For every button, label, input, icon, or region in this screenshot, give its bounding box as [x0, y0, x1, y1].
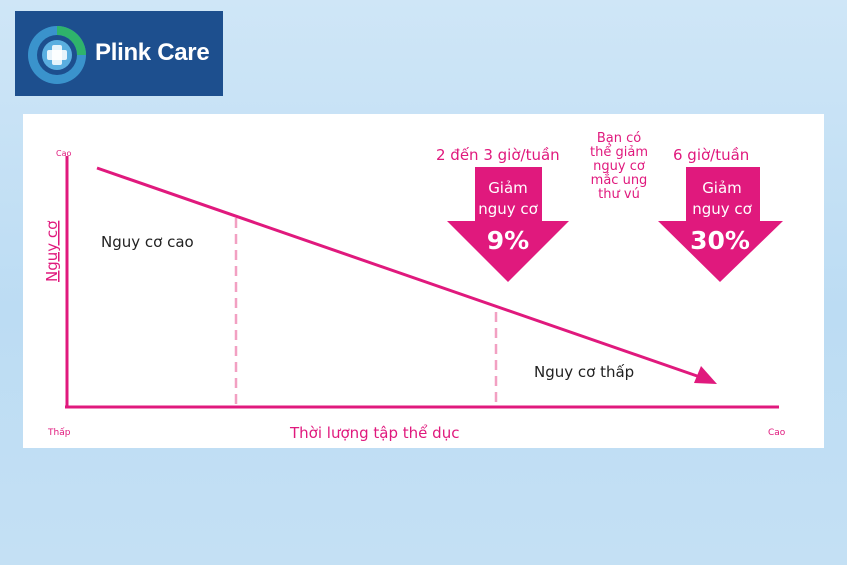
y-axis-title: Nguy cơ — [43, 220, 61, 282]
note-line-4: mắc ung — [591, 173, 648, 188]
plink-care-logo-icon — [28, 26, 86, 84]
note-line-1: Bạn có — [597, 131, 641, 146]
x-axis-title: Thời lượng tập thể dục — [289, 424, 459, 442]
brand-name: Plink Care — [95, 39, 210, 66]
note-line-3: nguy cơ — [593, 159, 645, 174]
reduction-arrow-1-icon — [447, 167, 569, 282]
arrow-2-line1: Giảm — [702, 179, 742, 197]
arrow-1-line2: nguy cơ — [478, 200, 538, 218]
exercise-risk-diagram: Cao Thấp Cao Thời lượng tập thể dục Nguy… — [23, 114, 824, 448]
high-risk-label: Nguy cơ cao — [101, 233, 194, 251]
y-axis-high-label: Cao — [56, 149, 71, 158]
duration-label-2: 6 giờ/tuần — [673, 146, 749, 164]
risk-trend-line — [96, 166, 701, 379]
arrow-1-percent: 9% — [487, 226, 529, 255]
trend-arrowhead-icon — [694, 366, 717, 384]
reduction-arrow-2-icon — [658, 167, 783, 282]
note-line-5: thư vú — [598, 187, 640, 202]
note-line-2: thể giảm — [590, 145, 648, 160]
x-axis-high-label: Cao — [768, 428, 786, 438]
duration-label-1: 2 đến 3 giờ/tuần — [436, 146, 560, 164]
brand-logo: Plink Care — [15, 11, 223, 96]
arrow-1-line1: Giảm — [488, 179, 528, 197]
arrow-2-percent: 30% — [690, 226, 750, 255]
low-risk-label: Nguy cơ thấp — [534, 363, 634, 381]
arrow-2-line2: nguy cơ — [692, 200, 752, 218]
x-axis-low-label: Thấp — [47, 427, 71, 438]
